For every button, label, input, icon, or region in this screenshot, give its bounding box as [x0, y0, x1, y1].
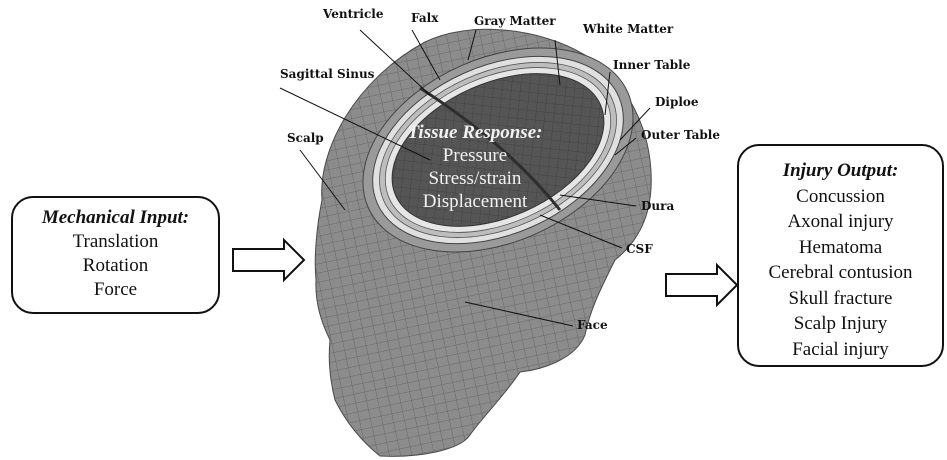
tissue-response-item: Displacement [375, 190, 575, 213]
label-scalp: Scalp [287, 131, 324, 145]
label-sagittal-sinus: Sagittal Sinus [280, 67, 374, 81]
label-outer-table: Outer Table [641, 128, 720, 142]
injury-output-item: Cerebral contusion [739, 260, 942, 286]
tissue-response-item: Pressure [375, 144, 575, 167]
label-gray-matter: Gray Matter [474, 14, 556, 28]
output-arrow [666, 265, 737, 305]
mechanical-input-item: Rotation [13, 254, 218, 278]
label-face: Face [577, 318, 608, 332]
injury-output-item: Skull fracture [739, 286, 942, 312]
injury-output-title: Injury Output: [739, 158, 942, 184]
mechanical-input-item: Force [13, 278, 218, 302]
tissue-response-text: Tissue Response: Pressure Stress/strain … [375, 121, 575, 213]
label-falx: Falx [411, 11, 438, 25]
input-arrow [233, 240, 304, 280]
mechanical-input-item: Translation [13, 230, 218, 254]
mechanical-input-title: Mechanical Input: [13, 206, 218, 230]
tissue-response-title: Tissue Response: [375, 121, 575, 144]
label-dura: Dura [641, 199, 674, 213]
label-ventricle: Ventricle [323, 7, 384, 21]
injury-output-box: Injury Output: Concussion Axonal injury … [737, 144, 944, 367]
mechanical-input-box: Mechanical Input: Translation Rotation F… [11, 196, 220, 314]
label-inner-table: Inner Table [613, 58, 690, 72]
injury-output-item: Concussion [739, 184, 942, 210]
label-white-matter: White Matter [583, 22, 673, 36]
label-diploe: Diploe [655, 95, 699, 109]
label-csf: CSF [626, 242, 653, 256]
tissue-response-item: Stress/strain [375, 167, 575, 190]
injury-output-item: Facial injury [739, 337, 942, 363]
injury-output-item: Hematoma [739, 235, 942, 261]
injury-output-item: Scalp Injury [739, 311, 942, 337]
injury-output-item: Axonal injury [739, 209, 942, 235]
